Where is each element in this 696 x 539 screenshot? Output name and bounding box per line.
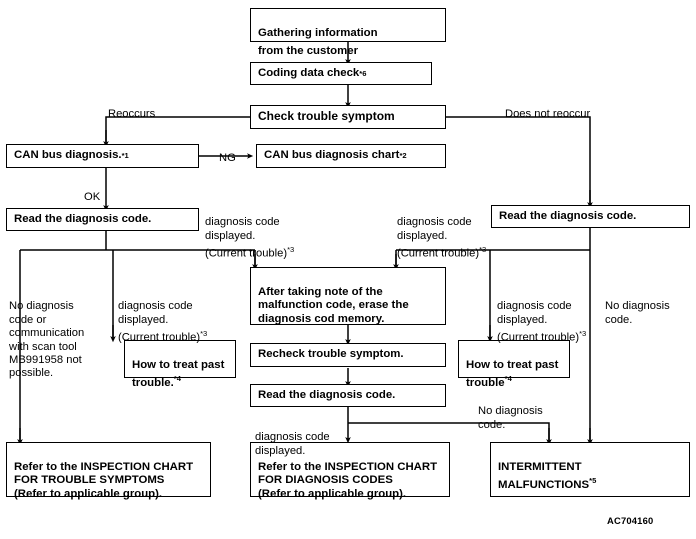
edge-label-text: diagnosis code displayed. (Current troub…: [497, 300, 580, 344]
node-inspection-chart-diagnosis-codes[interactable]: Refer to the INSPECTION CHART FOR DIAGNO…: [250, 442, 450, 500]
node-sup: *6: [359, 68, 367, 78]
node-sup: *5: [589, 476, 597, 486]
edge-label-no-diagnosis-code-right-top: No diagnosis code.: [605, 287, 670, 327]
edge-label-text: diagnosis code displayed.: [255, 431, 330, 457]
node-label: Coding data check: [258, 66, 360, 79]
edge-label-diagnosis-code-left-top: diagnosis code displayed. (Current troub…: [205, 203, 294, 261]
node-inspection-chart-trouble-symptoms[interactable]: Refer to the INSPECTION CHART FOR TROUBL…: [6, 442, 211, 500]
node-label: Check trouble symptom: [258, 109, 395, 124]
edge-label-text: diagnosis code displayed. (Current troub…: [118, 300, 201, 344]
node-label: Read the diagnosis code.: [499, 209, 637, 222]
node-label: CAN bus diagnosis.: [14, 149, 122, 162]
node-label: Gathering information from the customer: [258, 26, 378, 57]
edge-label-reoccurs: Reoccurs: [108, 95, 155, 122]
node-label: Read the diagnosis code.: [14, 212, 152, 225]
edge-label-does-not-reoccur: Does not reoccur: [505, 95, 590, 122]
node-sup: *2: [399, 151, 407, 161]
edge-label-text: diagnosis code displayed. (Current troub…: [205, 216, 288, 260]
node-label: Refer to the INSPECTION CHART FOR TROUBL…: [14, 460, 194, 500]
node-label: How to treat past trouble: [466, 358, 559, 389]
edge-label-diagnosis-code-right-top: diagnosis code displayed. (Current troub…: [397, 203, 486, 261]
edge-label-text: NG: [219, 152, 236, 165]
node-read-diagnosis-code-left[interactable]: Read the diagnosis code.: [6, 208, 199, 231]
node-check-trouble-symptom[interactable]: Check trouble symptom: [250, 105, 446, 129]
node-read-diagnosis-code-mid[interactable]: Read the diagnosis code.: [250, 384, 446, 407]
node-label: INTERMITTENT MALFUNCTIONS: [498, 460, 590, 491]
edge-label-text: OK: [84, 191, 101, 204]
node-sup: *1: [121, 151, 129, 161]
edge-label-text: No diagnosis code.: [478, 405, 543, 431]
node-can-bus-diagnosis-chart[interactable]: CAN bus diagnosis chart *2: [256, 144, 446, 168]
node-sup: *4: [173, 374, 181, 384]
edge-label-text: No diagnosis code or communication with …: [9, 300, 85, 380]
node-gathering-information[interactable]: Gathering information from the customer: [250, 8, 446, 57]
node-recheck-trouble-symptom[interactable]: Recheck trouble symptom.: [250, 343, 446, 367]
edge-label-no-diagnosis-code-left: No diagnosis code or communication with …: [9, 287, 84, 381]
edge-label-text: Reoccurs: [108, 108, 156, 121]
node-label: Refer to the INSPECTION CHART FOR DIAGNO…: [258, 460, 438, 500]
edge-label-sup: *3: [200, 329, 208, 339]
node-after-taking-note[interactable]: After taking note of the malfunction cod…: [250, 267, 446, 325]
node-intermittent-malfunctions[interactable]: INTERMITTENT MALFUNCTIONS*5: [490, 442, 690, 497]
edge-label-text: No diagnosis code.: [605, 300, 670, 326]
edge-label-diagnosis-code-left-mid: diagnosis code displayed. (Current troub…: [118, 287, 207, 345]
edge-label-sup: *3: [579, 329, 587, 339]
edge-label-text: diagnosis code displayed. (Current troub…: [397, 216, 480, 260]
edge-label-ng: NG: [219, 139, 236, 166]
edge-label-sup: *3: [287, 245, 295, 255]
node-label: After taking note of the malfunction cod…: [258, 285, 409, 325]
node-label: Recheck trouble symptom.: [258, 348, 404, 361]
node-read-diagnosis-code-right[interactable]: Read the diagnosis code.: [491, 205, 690, 228]
figure-code: AC704160: [607, 515, 653, 526]
node-sup: *4: [504, 374, 512, 384]
edge-label-text: Does not reoccur: [505, 108, 591, 121]
edge-label-sup: *3: [479, 245, 487, 255]
node-coding-data-check[interactable]: Coding data check*6: [250, 62, 432, 85]
edge-label-diagnosis-code-right-mid: diagnosis code displayed. (Current troub…: [497, 287, 586, 345]
node-label: Read the diagnosis code.: [258, 388, 396, 401]
edge-label-no-diagnosis-code-right-mid: No diagnosis code.: [478, 392, 543, 432]
node-label: CAN bus diagnosis chart: [264, 149, 400, 162]
node-how-to-treat-past-trouble-left[interactable]: How to treat past trouble.*4: [124, 340, 236, 389]
node-how-to-treat-past-trouble-right[interactable]: How to treat past trouble*4: [458, 340, 570, 389]
figure-code-text: AC704160: [607, 515, 654, 526]
node-can-bus-diagnosis[interactable]: CAN bus diagnosis.*1: [6, 144, 199, 168]
node-label: How to treat past trouble.: [132, 358, 225, 389]
edge-label-diagnosis-code-bottom-mid: diagnosis code displayed.: [255, 418, 330, 458]
edge-label-ok: OK: [84, 178, 100, 205]
